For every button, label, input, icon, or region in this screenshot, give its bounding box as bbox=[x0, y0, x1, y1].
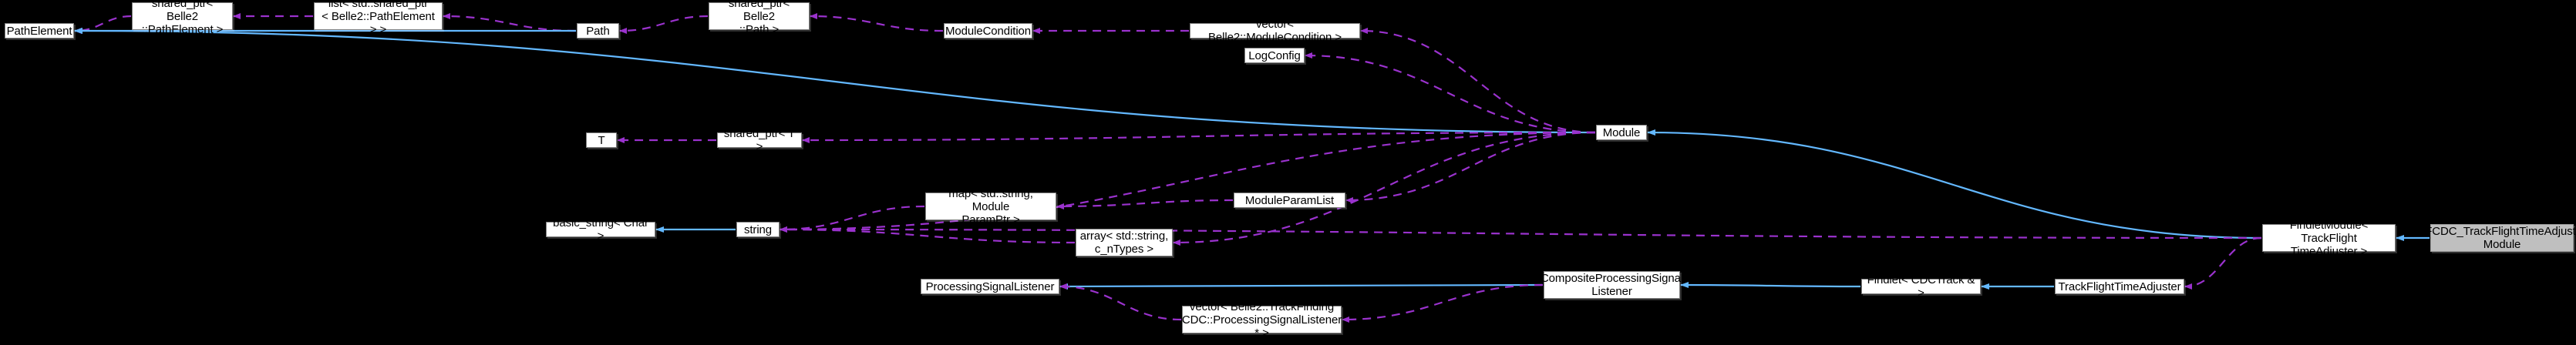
node-findlet-cdctrack[interactable]: Findlet< CDCTrack & > bbox=[1861, 273, 1981, 300]
edge-findlet-cdctrack-to-composite-processing-signal-listener bbox=[1680, 282, 1861, 289]
edge-shared-ptr-path-element-to-path-element bbox=[74, 15, 132, 34]
node-findlet-module[interactable]: FindletModule< TrackFlight TimeAdjuster … bbox=[2262, 219, 2396, 258]
edge-array-string-ntypes-to-string bbox=[780, 226, 1076, 244]
node-t[interactable]: T bbox=[586, 132, 617, 148]
node-tfcdc-track-flight-time-adjuster-module[interactable]: TFCDC_TrackFlightTimeAdjuster Module bbox=[2418, 224, 2576, 252]
edge-module-to-shared-ptr-t bbox=[802, 131, 1596, 143]
node-shared-ptr-path-element[interactable]: shared_ptr< Belle2 ::PathElement > bbox=[132, 0, 233, 36]
edge-composite-processing-signal-listener-to-processing-signal-listener bbox=[1059, 283, 1544, 290]
node-path[interactable]: Path bbox=[577, 23, 619, 39]
edge-findlet-module-to-track-flight-time-adjuster bbox=[2184, 236, 2262, 290]
edge-shared-ptr-path-to-path bbox=[619, 15, 709, 34]
edge-composite-processing-signal-listener-to-vector-track-finding bbox=[1342, 283, 1544, 323]
node-track-flight-time-adjuster[interactable]: TrackFlightTimeAdjuster bbox=[2055, 279, 2184, 294]
node-processing-signal-listener[interactable]: ProcessingSignalListener bbox=[921, 279, 1059, 294]
edge-map-string-param-to-string bbox=[780, 205, 925, 233]
node-string[interactable]: string bbox=[736, 222, 780, 237]
edge-findlet-module-to-module bbox=[1647, 129, 2262, 239]
node-shared-ptr-t[interactable]: shared_ptr< T > bbox=[717, 127, 802, 153]
edge-module-to-module-param-list bbox=[1345, 131, 1596, 203]
edge-module-to-log-config bbox=[1305, 52, 1596, 134]
node-module-condition[interactable]: ModuleCondition bbox=[944, 23, 1032, 39]
node-path-element[interactable]: PathElement bbox=[5, 23, 74, 39]
edge-path-to-list-shared-ptr bbox=[443, 13, 577, 32]
node-basic-string[interactable]: basic_string< Char > bbox=[546, 216, 655, 243]
node-map-string-param[interactable]: map< std::string, Module ParamPtr > bbox=[925, 187, 1056, 226]
node-vector-module-condition[interactable]: vector< Belle2::ModuleCondition > bbox=[1190, 18, 1360, 44]
edge-module-to-vector-module-condition bbox=[1360, 28, 1596, 134]
node-array-string-ntypes[interactable]: array< std::string, c_nTypes > bbox=[1076, 229, 1173, 256]
node-composite-processing-signal-listener[interactable]: CompositeProcessingSignal Listener bbox=[1540, 271, 1684, 299]
node-module-param-list[interactable]: ModuleParamList bbox=[1234, 193, 1345, 208]
node-vector-track-finding[interactable]: vector< Belle2::TrackFinding CDC::Proces… bbox=[1181, 300, 1342, 340]
edge-module-to-array-string-ntypes bbox=[1173, 131, 1596, 246]
node-module[interactable]: Module bbox=[1596, 125, 1647, 140]
edge-module-param-list-to-map-string-param bbox=[1056, 199, 1234, 209]
edge-vector-track-finding-to-processing-signal-listener bbox=[1059, 283, 1182, 321]
edge-module-condition-to-shared-ptr-path bbox=[810, 13, 944, 32]
edge-module-to-path-element bbox=[74, 28, 1596, 134]
edge-module-to-string bbox=[780, 131, 1596, 233]
node-shared-ptr-path[interactable]: shared_ptr< Belle2 ::Path > bbox=[709, 0, 810, 36]
edge-findlet-module-to-string bbox=[780, 226, 2262, 239]
node-log-config[interactable]: LogConfig bbox=[1244, 48, 1305, 63]
node-list-shared-ptr[interactable]: list< std::shared_ptr < Belle2::PathElem… bbox=[314, 0, 443, 36]
